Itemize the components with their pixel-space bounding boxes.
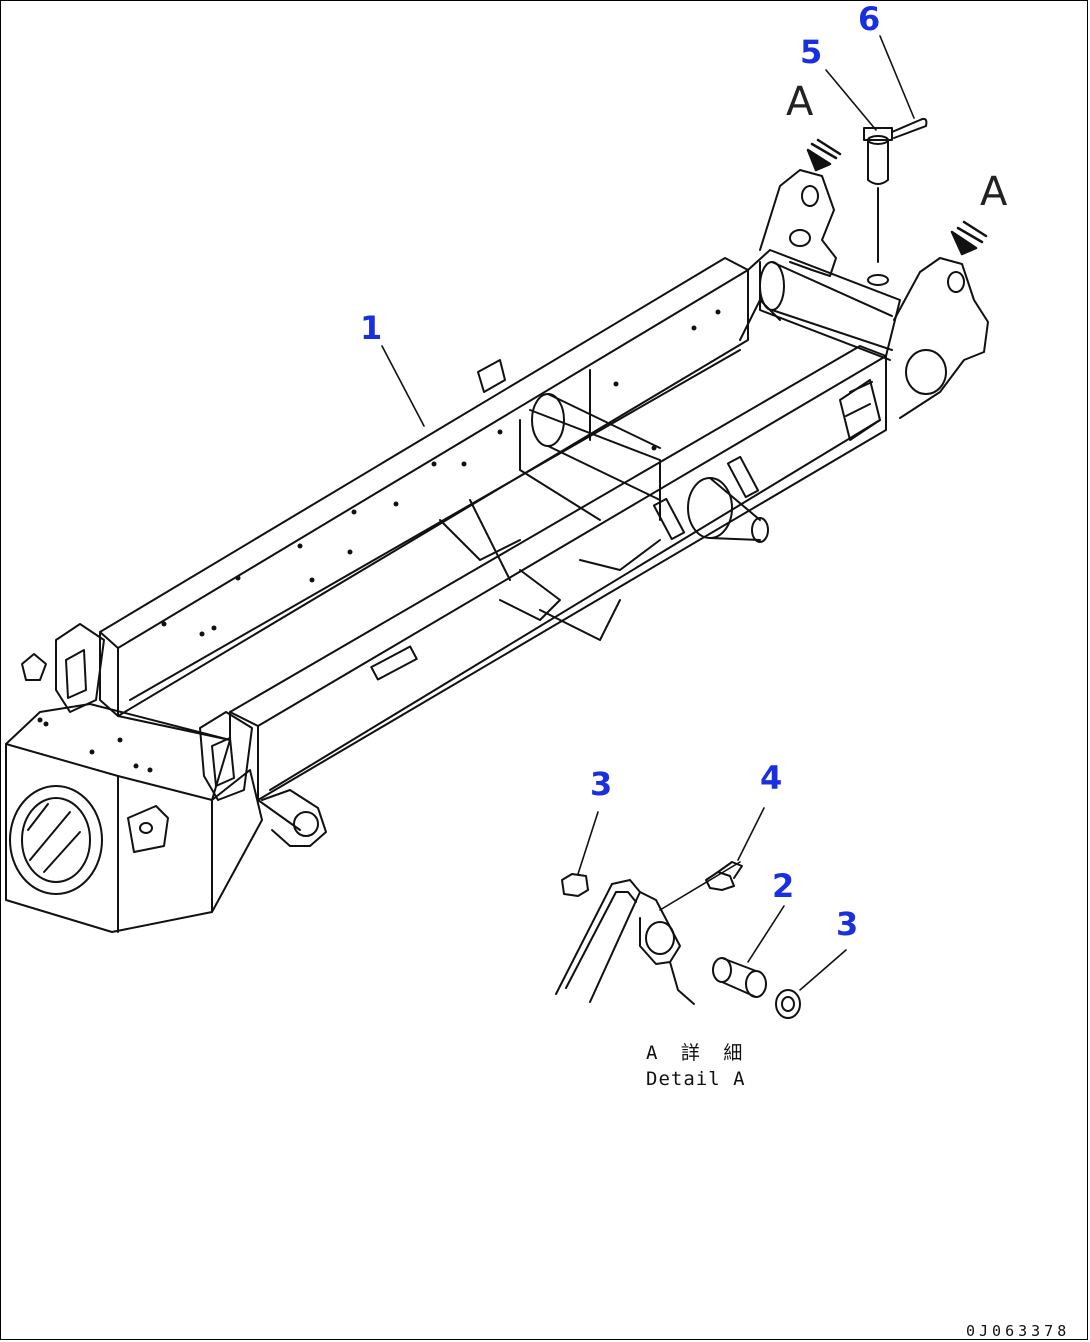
callout-4: 4	[760, 759, 783, 797]
callout-1: 1	[360, 309, 383, 347]
frame-assembly	[5, 169, 989, 933]
callout-3-right: 3	[836, 905, 859, 943]
detail-caption-en: Detail A	[646, 1068, 746, 1090]
callout-2: 2	[772, 867, 795, 905]
drawing-number: 0J063378	[966, 1322, 1071, 1340]
view-marker-a-left: A	[786, 79, 814, 125]
view-marker-a-right: A	[980, 169, 1008, 215]
callout-6: 6	[858, 0, 881, 38]
detail-caption-jp: A 詳 細	[646, 1042, 749, 1064]
detail-a-drawing	[555, 861, 801, 1019]
pin-and-clip	[863, 117, 928, 286]
callout-5: 5	[800, 33, 823, 71]
leader-lines	[381, 35, 915, 991]
view-arrows	[806, 138, 988, 256]
callout-3-left: 3	[590, 765, 613, 803]
